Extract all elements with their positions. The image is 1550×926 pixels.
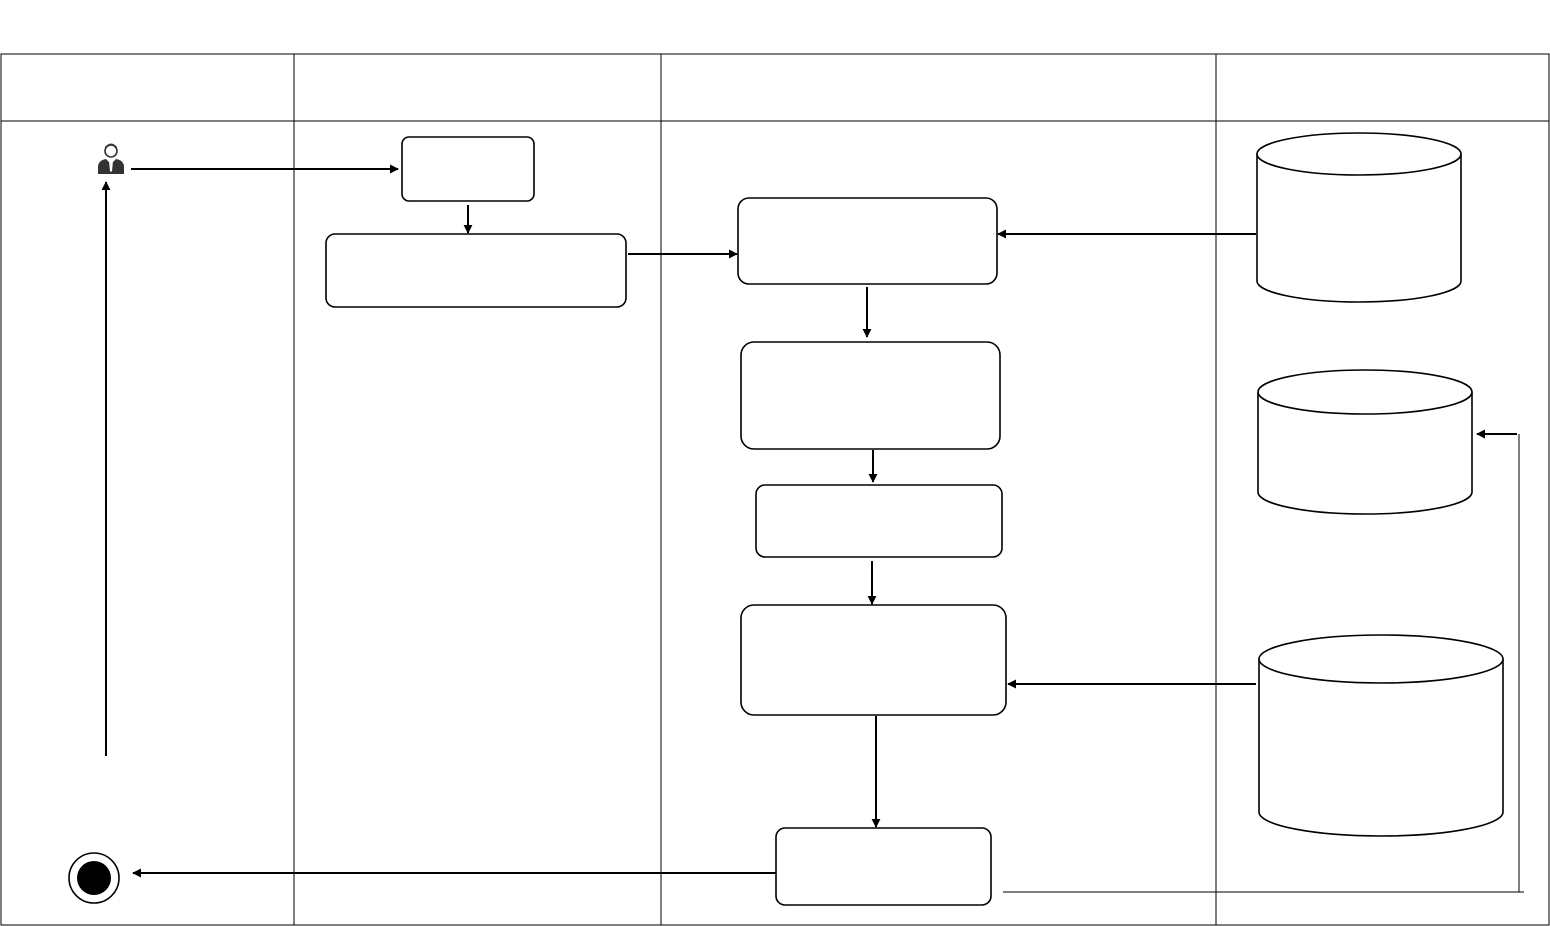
connectors	[101, 164, 1256, 878]
database-2-top	[1257, 369, 1473, 415]
process-box-c	[737, 197, 998, 285]
feedback-connector	[1003, 429, 1524, 893]
process-box-e	[755, 484, 1003, 558]
process-box-g	[775, 827, 992, 906]
lanes-outline	[0, 53, 1550, 926]
process-box-d	[740, 341, 1001, 450]
database-2-body	[1257, 392, 1473, 515]
process-nodes	[325, 136, 1007, 906]
database-1-body	[1256, 154, 1462, 303]
final-state-dot	[77, 861, 111, 895]
user-icon	[98, 143, 124, 174]
database-3	[1258, 634, 1504, 837]
database-1	[1256, 132, 1462, 303]
process-box-f	[740, 604, 1007, 716]
swimlane-frame	[0, 53, 1550, 926]
final-state-node	[68, 852, 120, 904]
database-3-top	[1258, 634, 1504, 684]
database-2	[1257, 369, 1473, 515]
process-box-a	[401, 136, 535, 202]
database-3-body	[1258, 659, 1504, 837]
process-box-b	[325, 233, 627, 308]
database-1-top	[1256, 132, 1462, 176]
